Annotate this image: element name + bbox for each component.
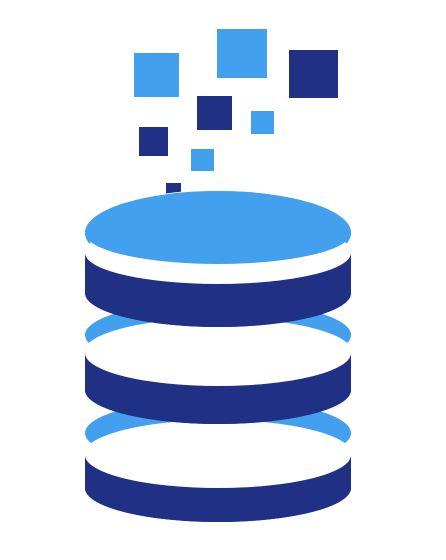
data-pixel bbox=[139, 127, 168, 156]
data-pixel bbox=[134, 53, 179, 97]
database-cylinder-icon bbox=[83, 190, 353, 522]
data-pixel bbox=[251, 111, 274, 134]
data-pixel bbox=[191, 149, 214, 171]
data-blocks-icon bbox=[134, 29, 338, 197]
data-pixel bbox=[197, 96, 232, 130]
data-pixel bbox=[217, 29, 267, 78]
data-pixel bbox=[289, 50, 338, 98]
database-disk-top bbox=[83, 190, 353, 327]
